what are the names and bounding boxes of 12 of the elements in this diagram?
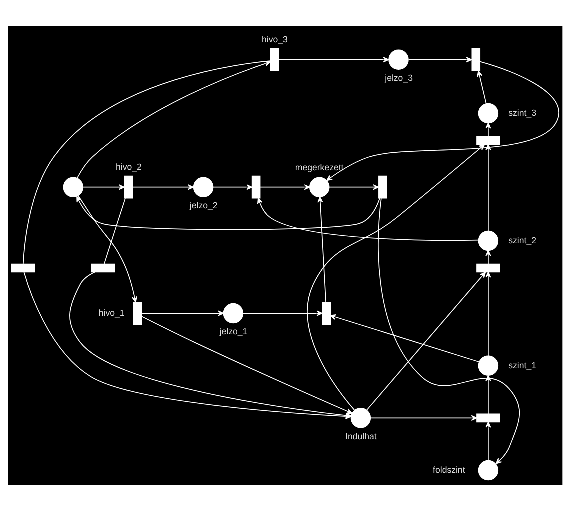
node-label: jelzo_3 [385,72,413,83]
node-label: szint_3 [508,108,536,118]
node-label: hivo_3 [262,34,288,44]
node-label: Indulhat [346,431,377,442]
node-label: foldszint [433,465,466,476]
node-label: megerkezett [295,162,344,173]
node-label: jelzo_2 [190,200,218,210]
node-label: jelzo_1 [220,326,248,337]
node-label: hivo_2 [116,162,142,172]
node-label: hivo_1 [98,308,125,318]
node-label: szint_1 [508,360,536,370]
node-label: szint_2 [508,236,536,246]
